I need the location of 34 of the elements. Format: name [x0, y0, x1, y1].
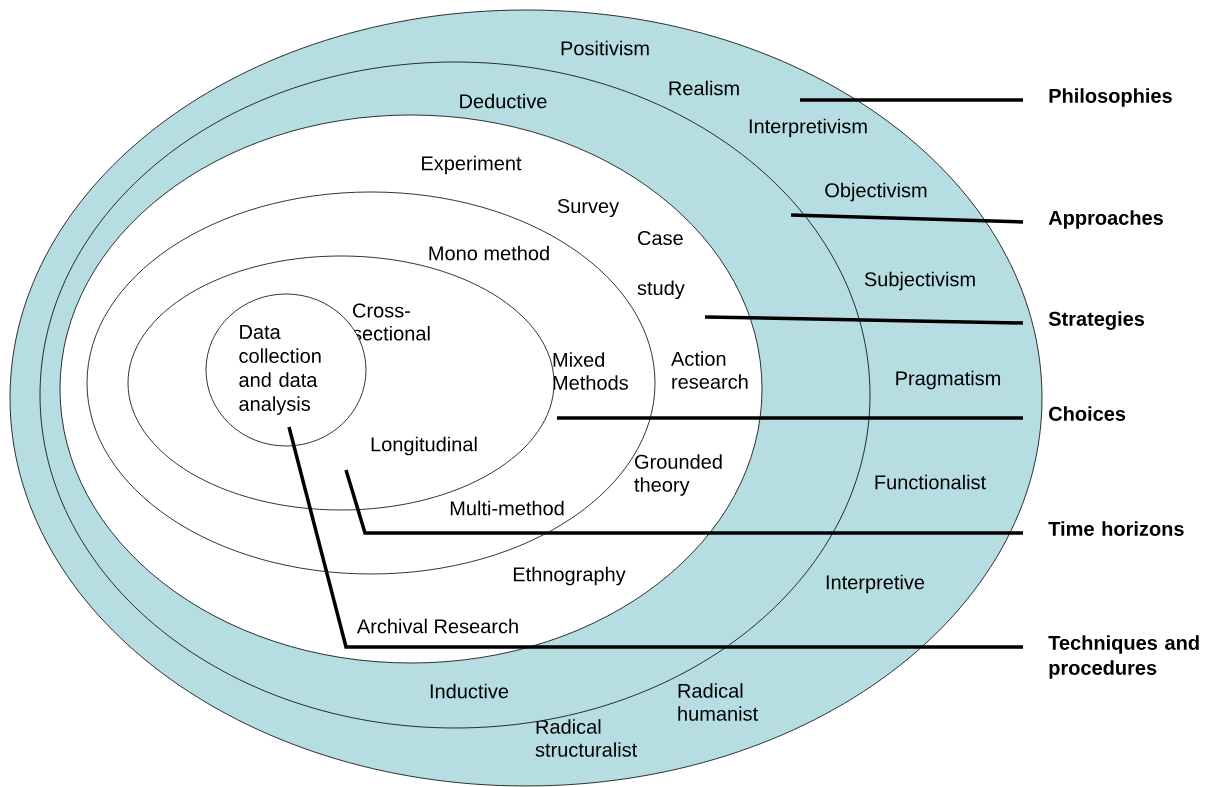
- ring-label: Archival Research: [356, 618, 518, 634]
- ring-label: Deductive: [460, 93, 547, 109]
- ring-label: Action research: [671, 351, 748, 389]
- ring-label: Mono method: [429, 245, 549, 261]
- ring-label: Radical humanist: [678, 683, 758, 721]
- layer-name: Philosophies: [1049, 88, 1172, 107]
- layer-name: Choices: [1049, 406, 1126, 421]
- ring-label: Pragmatism: [896, 370, 1000, 390]
- ring-label: Grounded theory: [634, 454, 722, 496]
- leader-line: [557, 416, 1023, 420]
- leader-line: [287, 426, 1023, 649]
- ring-label: Ethnography: [513, 566, 626, 586]
- ring-label: Realism: [669, 80, 739, 96]
- layer-name: Approaches: [1048, 210, 1163, 229]
- ring-label: Multi-method: [450, 500, 564, 516]
- leader-line: [800, 98, 1023, 102]
- ring-label: Functionalist: [875, 474, 986, 490]
- ring-label: Objectivism: [825, 182, 927, 202]
- ring-label: Experiment: [422, 155, 522, 175]
- ring-label: Interpretivism: [749, 118, 867, 138]
- layer-name: Time horizons: [1048, 521, 1184, 536]
- leader-line: [790, 213, 1024, 224]
- ring-label: Mixed Methods: [553, 352, 628, 390]
- ring-label: Case study: [637, 230, 685, 300]
- layer-name: Strategies: [1048, 311, 1145, 330]
- ring-label: Inductive: [430, 683, 509, 699]
- ring-label: Subjectivism: [864, 271, 975, 291]
- ring-label: Longitudinal: [371, 436, 477, 456]
- layer-name: Techniques and procedures: [1048, 635, 1199, 679]
- ring-label: Survey: [557, 198, 620, 218]
- ring-label: Interpretive: [826, 574, 925, 594]
- ring-label: Positivism: [561, 40, 649, 56]
- leader-line: [704, 315, 1024, 325]
- ring-label: Radical structuralist: [535, 719, 638, 757]
